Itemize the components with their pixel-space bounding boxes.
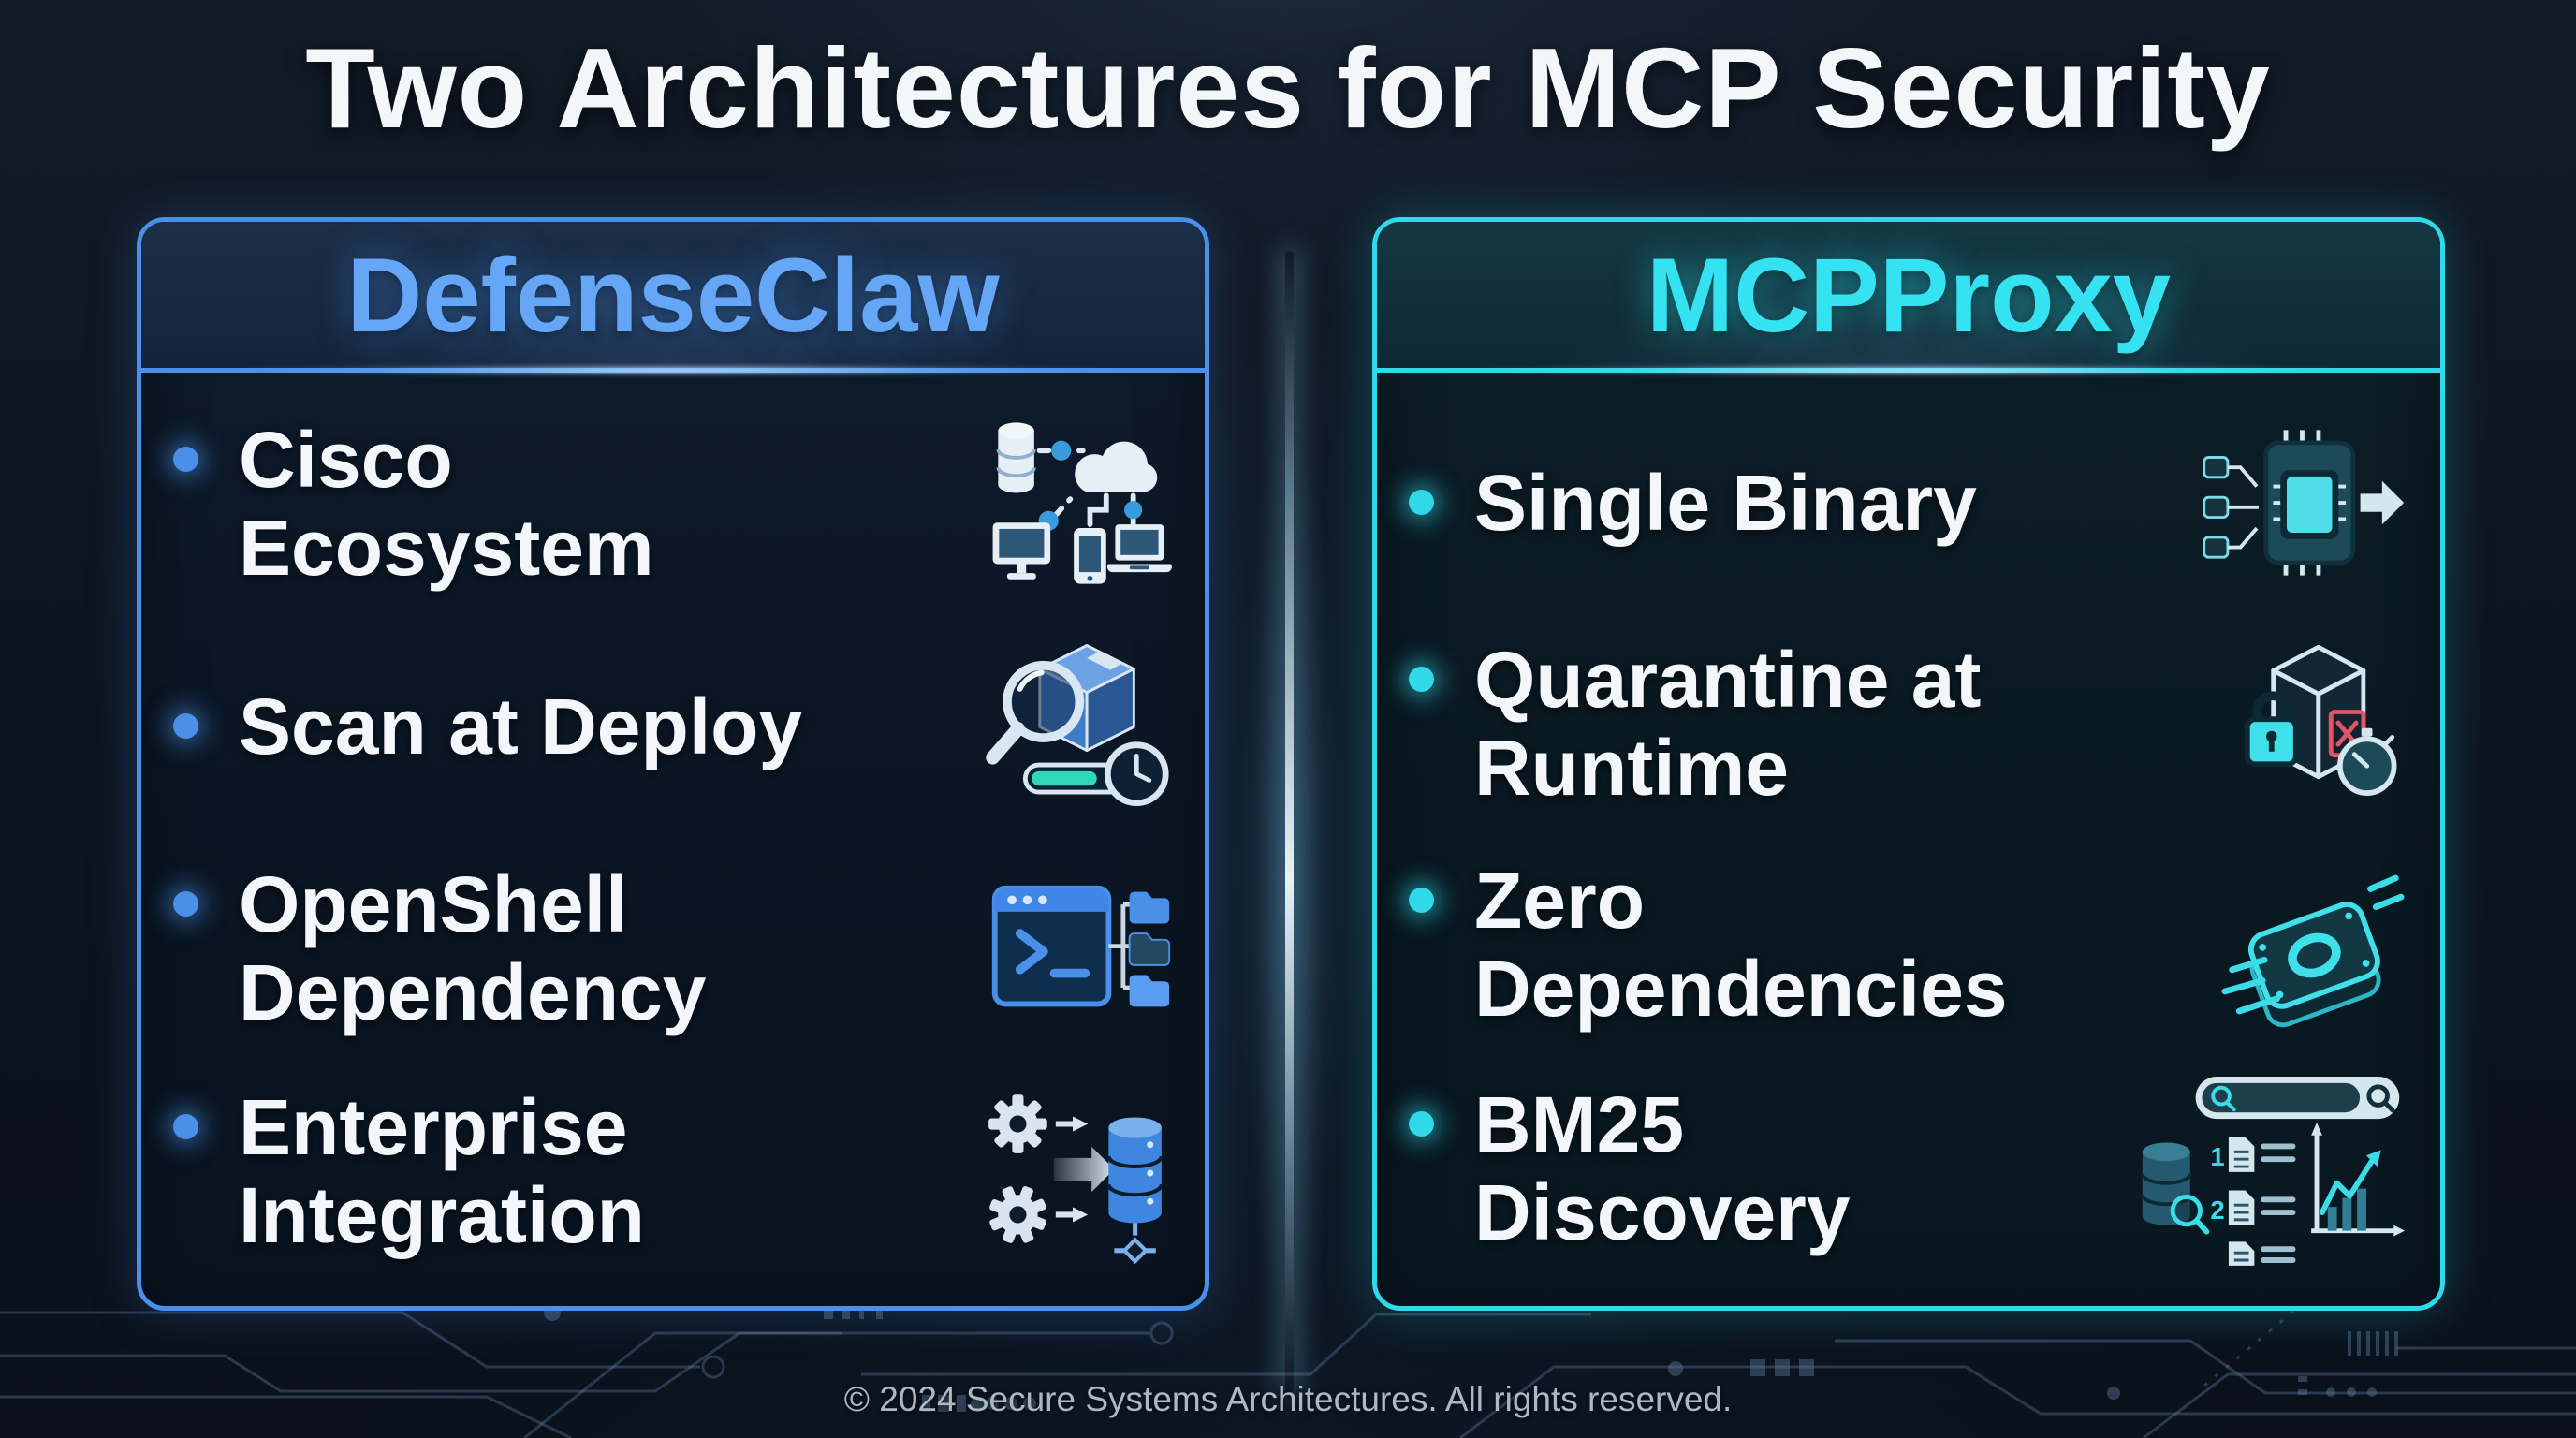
card-title: DefenseClaw: [346, 236, 1000, 354]
card-body: Single Binary Quarantine at Runtime Zero…: [1377, 373, 2440, 1306]
bullet-dot-icon: [173, 1113, 198, 1139]
architecture-cards-row: DefenseClaw Cisco Ecosystem Scan at Depl…: [137, 217, 2445, 1311]
scan-package-icon: [873, 631, 1173, 821]
feature-item: OpenShell Dependency: [173, 854, 1173, 1044]
defenseclaw-card: DefenseClaw Cisco Ecosystem Scan at Depl…: [137, 217, 1209, 1311]
slide-title: Two Architectures for MCP Security: [305, 24, 2271, 152]
feature-label: Quarantine at Runtime: [1474, 636, 1982, 813]
feature-label: Scan at Deploy: [239, 682, 803, 770]
bullet-dot-icon: [173, 891, 198, 917]
quarantine-lock-icon: [2109, 629, 2408, 818]
card-body: Cisco Ecosystem Scan at Deploy: [141, 373, 1205, 1306]
bullet-dot-icon: [173, 712, 198, 739]
card-header: MCPProxy: [1377, 222, 2440, 376]
feature-text-wrap: BM25 Discovery: [1409, 1080, 2109, 1256]
bullet-dot-icon: [173, 447, 198, 473]
feature-item: Zero Dependencies: [1409, 851, 2408, 1038]
feature-item: Single Binary: [1409, 409, 2408, 596]
terminal-folders-icon: [873, 854, 1173, 1044]
bullet-dot-icon: [1409, 667, 1434, 693]
feature-item: Quarantine at Runtime: [1409, 629, 2408, 818]
feature-item: Enterprise Integration: [173, 1077, 1173, 1266]
card-title: MCPProxy: [1646, 236, 2172, 354]
feature-text-wrap: Scan at Deploy: [173, 682, 873, 770]
feature-label: Cisco Ecosystem: [239, 416, 654, 593]
feature-item: Cisco Ecosystem: [173, 409, 1173, 598]
chip-pipeline-icon: [2109, 409, 2408, 596]
bullet-dot-icon: [1409, 1110, 1434, 1137]
bullet-dot-icon: [1409, 887, 1434, 913]
copyright-text: © 2024 Secure Systems Architectures. All…: [843, 1380, 1733, 1418]
feature-label: Enterprise Integration: [239, 1082, 645, 1259]
feature-label: OpenShell Dependency: [239, 860, 707, 1037]
feature-label: BM25 Discovery: [1474, 1079, 1851, 1256]
mcpproxy-card: MCPProxy Single Binary Quarantine at Run…: [1372, 217, 2445, 1311]
svg-text:2: 2: [2210, 1196, 2224, 1225]
feature-text-wrap: Zero Dependencies: [1409, 857, 2109, 1033]
zero-flying-icon: [2109, 851, 2408, 1038]
feature-item: BM25 Discovery 1 2: [1409, 1071, 2408, 1266]
feature-text-wrap: Quarantine at Runtime: [1409, 636, 2109, 812]
feature-item: Scan at Deploy: [173, 631, 1173, 821]
search-ranking-icon: 1 2: [2109, 1071, 2408, 1266]
feature-text-wrap: Single Binary: [1409, 459, 2109, 547]
feature-text-wrap: Enterprise Integration: [173, 1083, 873, 1259]
feature-text-wrap: Cisco Ecosystem: [173, 416, 873, 592]
feature-label: Zero Dependencies: [1474, 856, 2008, 1033]
card-header: DefenseClaw: [141, 222, 1205, 376]
gears-database-icon: [873, 1077, 1173, 1266]
svg-text:1: 1: [2210, 1142, 2224, 1171]
feature-text-wrap: OpenShell Dependency: [173, 860, 873, 1036]
network-ecosystem-icon: [873, 409, 1173, 598]
feature-label: Single Binary: [1474, 459, 1977, 548]
bullet-dot-icon: [1409, 490, 1434, 516]
